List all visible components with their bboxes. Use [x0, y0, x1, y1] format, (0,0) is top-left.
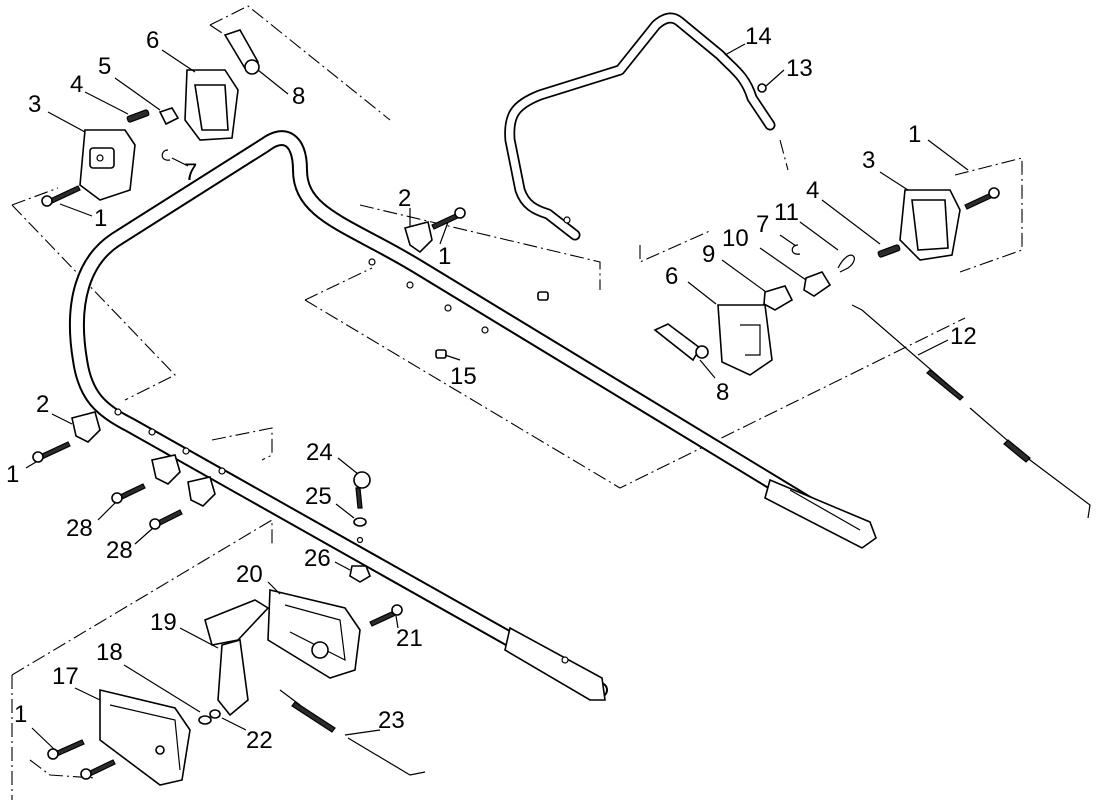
callout-19: 19 — [150, 609, 177, 636]
callout-10: 10 — [722, 225, 749, 252]
callout-7-right: 7 — [756, 211, 769, 238]
callout-8-right: 8 — [716, 379, 729, 406]
callout-21: 21 — [396, 625, 423, 652]
callout-numbers: 6 5 4 3 7 1 8 14 13 1 3 2 1 4 11 7 10 9 … — [6, 23, 977, 754]
callout-1-upper-left: 1 — [94, 205, 107, 232]
main-handle — [69, 130, 877, 701]
leader-lines — [25, 43, 969, 751]
right-control-housing — [653, 187, 1091, 519]
callout-15: 15 — [450, 363, 477, 390]
callout-24: 24 — [306, 439, 333, 466]
callout-13: 13 — [786, 55, 813, 82]
callout-2-lower: 2 — [36, 391, 49, 418]
callout-6-upper: 6 — [146, 27, 159, 54]
callout-3-right: 3 — [862, 147, 875, 174]
callout-2-upper: 2 — [398, 185, 411, 212]
callout-6-right: 6 — [665, 263, 678, 290]
callout-1-upper-right: 1 — [908, 121, 921, 148]
bail-bar — [504, 12, 776, 241]
callout-9: 9 — [702, 241, 715, 268]
callout-23: 23 — [378, 707, 405, 734]
callout-20: 20 — [236, 561, 263, 588]
callout-8-upper: 8 — [292, 83, 305, 110]
callout-26: 26 — [304, 545, 331, 572]
callout-5-upper: 5 — [98, 53, 111, 80]
callout-4-upper: 4 — [70, 71, 83, 98]
small-hardware — [32, 83, 767, 583]
callout-1-center: 1 — [438, 243, 451, 270]
callout-28-upper: 28 — [66, 515, 93, 542]
callout-22: 22 — [246, 727, 273, 754]
callout-1-lower-left: 1 — [6, 461, 19, 488]
callout-1-lower: 1 — [14, 701, 27, 728]
callout-25: 25 — [305, 483, 332, 510]
callout-4-right: 4 — [806, 177, 819, 204]
callout-11: 11 — [774, 199, 799, 226]
callout-17: 17 — [52, 663, 79, 690]
lower-control-assembly — [47, 588, 426, 786]
left-control-housing — [41, 29, 260, 207]
group-boundaries — [11, 5, 1023, 800]
callout-18: 18 — [96, 639, 123, 666]
callout-7-upper: 7 — [184, 159, 197, 186]
callout-3-upper: 3 — [28, 91, 41, 118]
callout-28-lower: 28 — [106, 537, 133, 564]
callout-14: 14 — [745, 23, 772, 50]
callout-12: 12 — [950, 323, 977, 350]
